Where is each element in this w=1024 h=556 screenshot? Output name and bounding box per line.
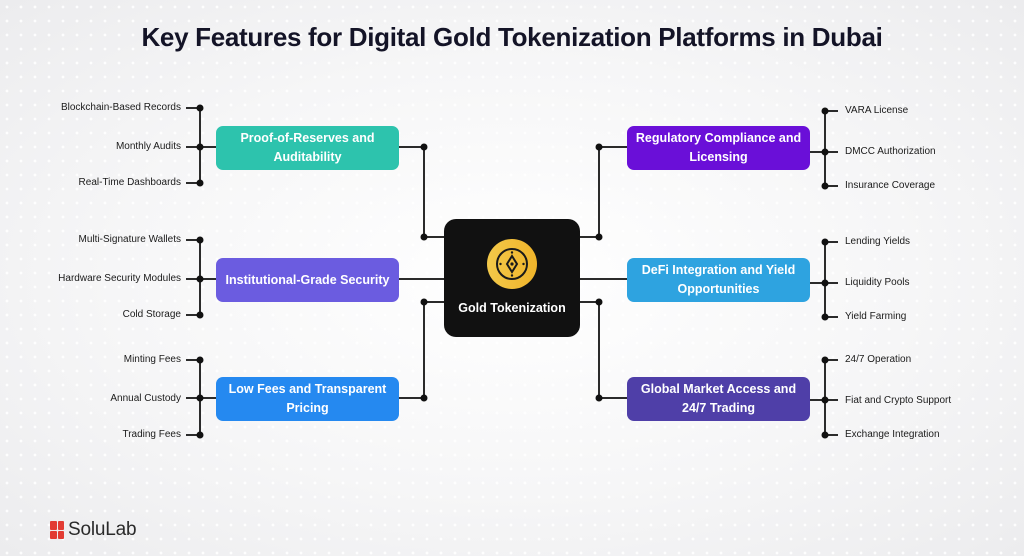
leaf-item: Insurance Coverage <box>845 180 936 191</box>
leaf-item: Trading Fees <box>122 429 181 440</box>
center-label: Gold Tokenization <box>458 301 566 315</box>
leaf-item: 24/7 Operation <box>845 354 912 365</box>
leaf-item: VARA License <box>845 105 909 116</box>
leaf-item: Monthly Audits <box>115 141 181 152</box>
gold-coin-icon <box>487 239 537 289</box>
center-node: Gold Tokenization <box>444 219 580 337</box>
leaf-item: Yield Farming <box>845 311 907 322</box>
leaf-item: Lending Yields <box>845 236 911 247</box>
leaf-item: Liquidity Pools <box>845 277 910 288</box>
leaf-item: Annual Custody <box>110 393 181 404</box>
feature-low-fees: Low Fees and Transparent Pricing <box>216 377 399 421</box>
feature-institutional-security: Institutional-Grade Security <box>216 258 399 302</box>
feature-regulatory-compliance: Regulatory Compliance and Licensing <box>627 126 810 170</box>
feature-proof-of-reserves: Proof-of-Reserves and Auditability <box>216 126 399 170</box>
leaf-item: Fiat and Crypto Support <box>845 395 952 406</box>
brand-logo: SoluLab <box>50 519 137 541</box>
leaf-item: Hardware Security Modules <box>58 273 181 284</box>
feature-global-market-access: Global Market Access and 24/7 Trading <box>627 377 810 421</box>
brand-name: SoluLab <box>68 519 137 540</box>
leaf-item: DMCC Authorization <box>845 146 936 157</box>
leaf-item: Real-Time Dashboards <box>78 177 181 188</box>
leaf-item: Exchange Integration <box>845 429 940 440</box>
page-title: Key Features for Digital Gold Tokenizati… <box>141 22 883 52</box>
leaf-item: Cold Storage <box>122 309 181 320</box>
solulab-logo-icon <box>50 521 64 539</box>
leaf-item: Multi-Signature Wallets <box>78 234 181 245</box>
leaf-item: Minting Fees <box>123 354 181 365</box>
leaf-item: Blockchain-Based Records <box>60 102 181 113</box>
feature-defi-integration: DeFi Integration and Yield Opportunities <box>627 258 810 302</box>
